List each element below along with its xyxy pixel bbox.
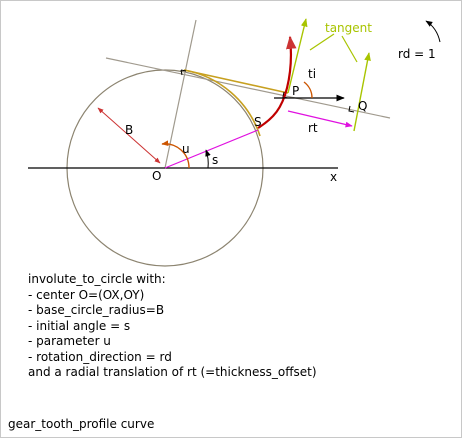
label-tangent: tangent — [325, 21, 372, 35]
tangent-label-leader-2 — [341, 35, 358, 63]
note-line: - parameter u — [28, 334, 111, 348]
tangent-gray-line — [105, 57, 391, 119]
label-u: u — [182, 142, 190, 156]
tangent-arrow-p — [287, 18, 308, 94]
angle-u-arc — [161, 140, 190, 169]
angle-s-arc — [205, 149, 211, 169]
label-s-point: S — [254, 115, 262, 129]
label-rd: rd = 1 — [398, 47, 436, 61]
tangent-label-leader-1 — [309, 33, 335, 51]
note-line: - base_circle_radius=B — [28, 303, 165, 317]
rt-arrow — [287, 110, 353, 128]
radial-gray-line — [164, 19, 197, 169]
label-x: x — [330, 170, 337, 184]
label-s: s — [212, 153, 218, 167]
involute-string-line — [183, 69, 289, 94]
label-q: Q — [358, 99, 367, 113]
label-rt: rt — [308, 121, 318, 135]
tangent-arrow-q — [353, 52, 371, 132]
label-b: B — [125, 123, 133, 137]
note-line: involute_to_circle with: — [28, 272, 166, 286]
note-line: and a radial translation of rt (=thickne… — [28, 365, 317, 379]
right-angle-mark-q — [348, 105, 355, 113]
base-arc-segment — [183, 69, 261, 137]
gear-tooth-profile-curve — [257, 35, 297, 129]
label-ti: ti — [308, 67, 316, 81]
os-segment — [164, 129, 259, 169]
description-notes: involute_to_circle with: - center O=(OX,… — [28, 272, 317, 381]
label-o: O — [152, 169, 161, 183]
note-line: - rotation_direction = rd — [28, 349, 172, 364]
label-p: P — [292, 84, 299, 98]
radius-b-arrow — [97, 107, 161, 164]
note-line: - center O=(OX,OY) — [28, 287, 145, 302]
right-angle-mark-tangent — [180, 69, 187, 76]
rotation-direction-arrow — [425, 20, 441, 43]
figure-caption: gear_tooth_profile curve — [8, 417, 155, 431]
note-line: - initial angle = s — [28, 318, 131, 333]
angle-ti-arc — [303, 81, 313, 99]
